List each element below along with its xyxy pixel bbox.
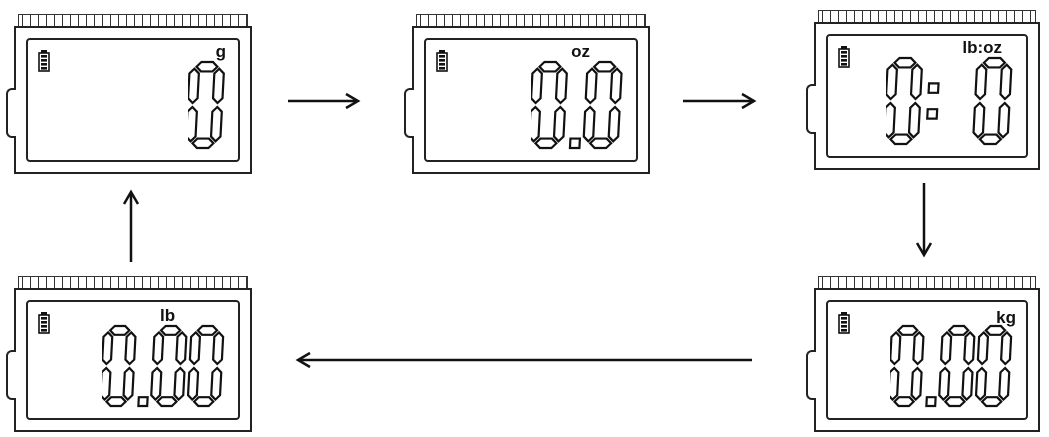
- seven-segment-reading: [530, 60, 623, 150]
- battery-icon: [838, 46, 850, 68]
- lcd-connector-pins: [818, 10, 1036, 22]
- digit-0: [530, 60, 568, 150]
- seven-segment-reading: [890, 324, 1013, 408]
- unit-label: lb: [160, 306, 176, 325]
- lcd-connector-pins: [18, 276, 248, 288]
- lcd-screen: g 0: [26, 38, 240, 162]
- digit-0: [187, 60, 225, 150]
- digit-0: [972, 56, 1013, 146]
- decimal-point: [568, 137, 581, 150]
- lcd-connector-pins: [18, 14, 248, 26]
- decimal-point: [137, 396, 150, 408]
- lcd-display-lb-oz: lb:oz 0: 0: [806, 10, 1040, 170]
- digit-0: [890, 324, 925, 408]
- arrow-icon-oz-to-lboz: [683, 92, 757, 110]
- decimal-point: [925, 396, 938, 408]
- unit-label: oz: [571, 42, 590, 61]
- seven-segment-reading: [102, 324, 225, 408]
- lcd-frame: kg 0.00: [806, 288, 1040, 432]
- colon-separator: [926, 82, 940, 120]
- digit-0: [975, 324, 1013, 408]
- lcd-frame: lb:oz 0: 0: [806, 22, 1040, 170]
- battery-icon: [38, 312, 50, 334]
- lcd-side-tab: [404, 88, 414, 138]
- lcd-display-lb: lb 0.00: [6, 276, 252, 432]
- lcd-side-tab: [806, 350, 816, 400]
- digit-0: [938, 324, 976, 408]
- lcd-display-g: g 0: [6, 14, 252, 174]
- lcd-screen: oz 0.0: [424, 38, 638, 162]
- digit-0: [102, 324, 137, 408]
- lcd-screen: kg 0.00: [826, 300, 1028, 420]
- seven-segment-reading: [187, 60, 225, 150]
- battery-icon: [436, 50, 448, 72]
- lcd-connector-pins: [416, 14, 646, 26]
- lcd-screen: lb:oz 0: 0: [826, 34, 1028, 158]
- lcd-connector-pins: [818, 276, 1036, 288]
- lcd-side-tab: [6, 350, 16, 400]
- lcd-frame: oz 0.0: [404, 26, 650, 174]
- battery-icon: [838, 312, 850, 334]
- lcd-frame: lb 0.00: [6, 288, 252, 432]
- lcd-side-tab: [6, 88, 16, 138]
- arrow-icon-lboz-to-kg: [915, 183, 933, 258]
- unit-label: g: [215, 42, 226, 61]
- seven-segment-reading: [886, 56, 1013, 146]
- arrow-icon-lb-to-g: [122, 189, 140, 262]
- unit-label: lb:oz: [962, 38, 1002, 57]
- digit-0: [582, 60, 623, 150]
- arrow-icon-kg-to-lb: [295, 351, 752, 369]
- unit-label: kg: [996, 308, 1016, 327]
- digit-0: [886, 56, 924, 146]
- battery-icon: [38, 50, 50, 72]
- arrow-icon-g-to-oz: [288, 92, 361, 110]
- digit-0: [187, 324, 225, 408]
- lcd-display-kg: kg 0.00: [806, 276, 1040, 432]
- digit-0: [150, 324, 188, 408]
- lcd-frame: g 0: [6, 26, 252, 174]
- lcd-side-tab: [806, 84, 816, 134]
- lcd-display-oz: oz 0.0: [404, 14, 650, 174]
- lcd-screen: lb 0.00: [26, 300, 240, 420]
